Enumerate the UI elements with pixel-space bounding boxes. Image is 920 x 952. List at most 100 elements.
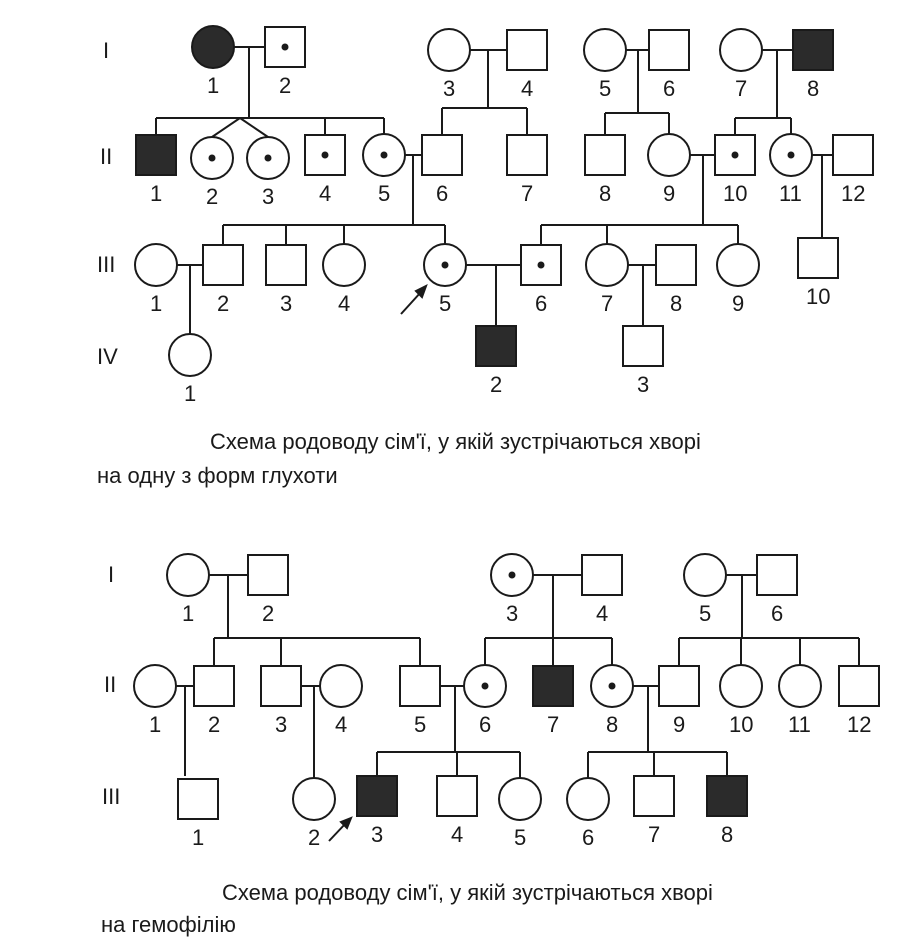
male-square xyxy=(506,134,548,176)
pedigree-male-symbol xyxy=(506,134,548,176)
pedigree-female-symbol xyxy=(647,133,691,177)
female-circle xyxy=(427,28,471,72)
pedigree-male-symbol xyxy=(756,554,798,596)
pedigree-line xyxy=(239,117,269,138)
pedigree-male-symbol xyxy=(832,134,874,176)
pedigree-female-symbol xyxy=(246,136,290,180)
generation-label: II xyxy=(100,144,112,169)
carrier-dot xyxy=(208,154,216,162)
individual-number: 6 xyxy=(771,601,783,626)
pedigree-male-symbol xyxy=(532,665,574,707)
pedigree-female-symbol xyxy=(191,25,235,69)
male-square xyxy=(706,775,748,817)
pedigree-female-symbol xyxy=(322,243,366,287)
pedigree-female-symbol xyxy=(190,136,234,180)
pedigree-male-symbol xyxy=(247,554,289,596)
individual-number: 7 xyxy=(601,291,613,316)
male-square xyxy=(838,665,880,707)
individual-number: 8 xyxy=(721,822,733,847)
pedigree-female-symbol xyxy=(319,664,363,708)
male-square xyxy=(436,775,478,817)
pedigree-male-symbol xyxy=(399,665,441,707)
female-circle xyxy=(585,243,629,287)
pedigree-female-symbol xyxy=(134,243,178,287)
pedigree-male-symbol xyxy=(506,29,548,71)
individual-number: 4 xyxy=(596,601,608,626)
male-square xyxy=(475,325,517,367)
individual-number: 8 xyxy=(807,76,819,101)
individual-number: 4 xyxy=(319,181,331,206)
pedigree-female-symbol xyxy=(362,133,406,177)
pedigree-male-symbol xyxy=(260,665,302,707)
individual-number: 1 xyxy=(207,73,219,98)
male-square xyxy=(506,29,548,71)
male-square xyxy=(193,665,235,707)
individual-number: 5 xyxy=(414,712,426,737)
individual-number: 9 xyxy=(663,181,675,206)
pedigree-male-symbol xyxy=(421,134,463,176)
female-circle xyxy=(719,664,763,708)
female-circle xyxy=(498,777,542,821)
pedigree-male-symbol xyxy=(648,29,690,71)
individual-number: 2 xyxy=(206,184,218,209)
individual-number: 6 xyxy=(479,712,491,737)
female-circle xyxy=(134,243,178,287)
male-square xyxy=(622,325,664,367)
generation-label: II xyxy=(104,672,116,697)
female-circle xyxy=(166,553,210,597)
individual-number: 6 xyxy=(582,825,594,850)
generation-label: III xyxy=(102,784,120,809)
individual-number: 1 xyxy=(149,712,161,737)
individual-number: 2 xyxy=(217,291,229,316)
pedigree-female-symbol xyxy=(583,28,627,72)
individual-number: 2 xyxy=(208,712,220,737)
pedigree-male-symbol xyxy=(584,134,626,176)
individual-number: 7 xyxy=(648,822,660,847)
individual-number: 2 xyxy=(279,73,291,98)
male-square xyxy=(581,554,623,596)
individual-number: 8 xyxy=(670,291,682,316)
pedigree-male-symbol xyxy=(655,244,697,286)
pedigree-male-symbol xyxy=(177,778,219,820)
male-square xyxy=(356,775,398,817)
carrier-dot xyxy=(321,151,329,159)
female-circle xyxy=(583,28,627,72)
female-circle xyxy=(133,664,177,708)
pedigree-female-symbol xyxy=(716,243,760,287)
pedigree-female-symbol xyxy=(683,553,727,597)
individual-number: 6 xyxy=(436,181,448,206)
individual-number: 4 xyxy=(451,822,463,847)
male-square xyxy=(265,244,307,286)
male-square xyxy=(584,134,626,176)
pedigree-male-symbol xyxy=(135,134,177,176)
individual-number: 5 xyxy=(439,291,451,316)
pedigree-female-symbol xyxy=(168,333,212,377)
pedigree-female-symbol xyxy=(719,28,763,72)
pedigree-female-symbol xyxy=(778,664,822,708)
individual-number: 2 xyxy=(490,372,502,397)
pedigree-male-symbol xyxy=(265,244,307,286)
male-square xyxy=(260,665,302,707)
individual-number: 12 xyxy=(841,181,865,206)
carrier-dot xyxy=(264,154,272,162)
carrier-dot xyxy=(787,151,795,159)
individual-number: 2 xyxy=(262,601,274,626)
individual-number: 5 xyxy=(514,825,526,850)
male-square xyxy=(177,778,219,820)
individual-number: 1 xyxy=(150,291,162,316)
pedigree-caption-line: на одну з форм глухоти xyxy=(97,463,338,488)
individual-number: 4 xyxy=(521,76,533,101)
male-square xyxy=(797,237,839,279)
male-square xyxy=(421,134,463,176)
pedigree-lines xyxy=(155,46,860,778)
generation-label: III xyxy=(97,252,115,277)
female-circle xyxy=(292,777,336,821)
pedigree-male-symbol xyxy=(356,775,398,817)
pedigree-line xyxy=(211,117,241,138)
female-circle xyxy=(566,777,610,821)
individual-number: 10 xyxy=(729,712,753,737)
generation-label: I xyxy=(108,562,114,587)
individual-number: 7 xyxy=(735,76,747,101)
